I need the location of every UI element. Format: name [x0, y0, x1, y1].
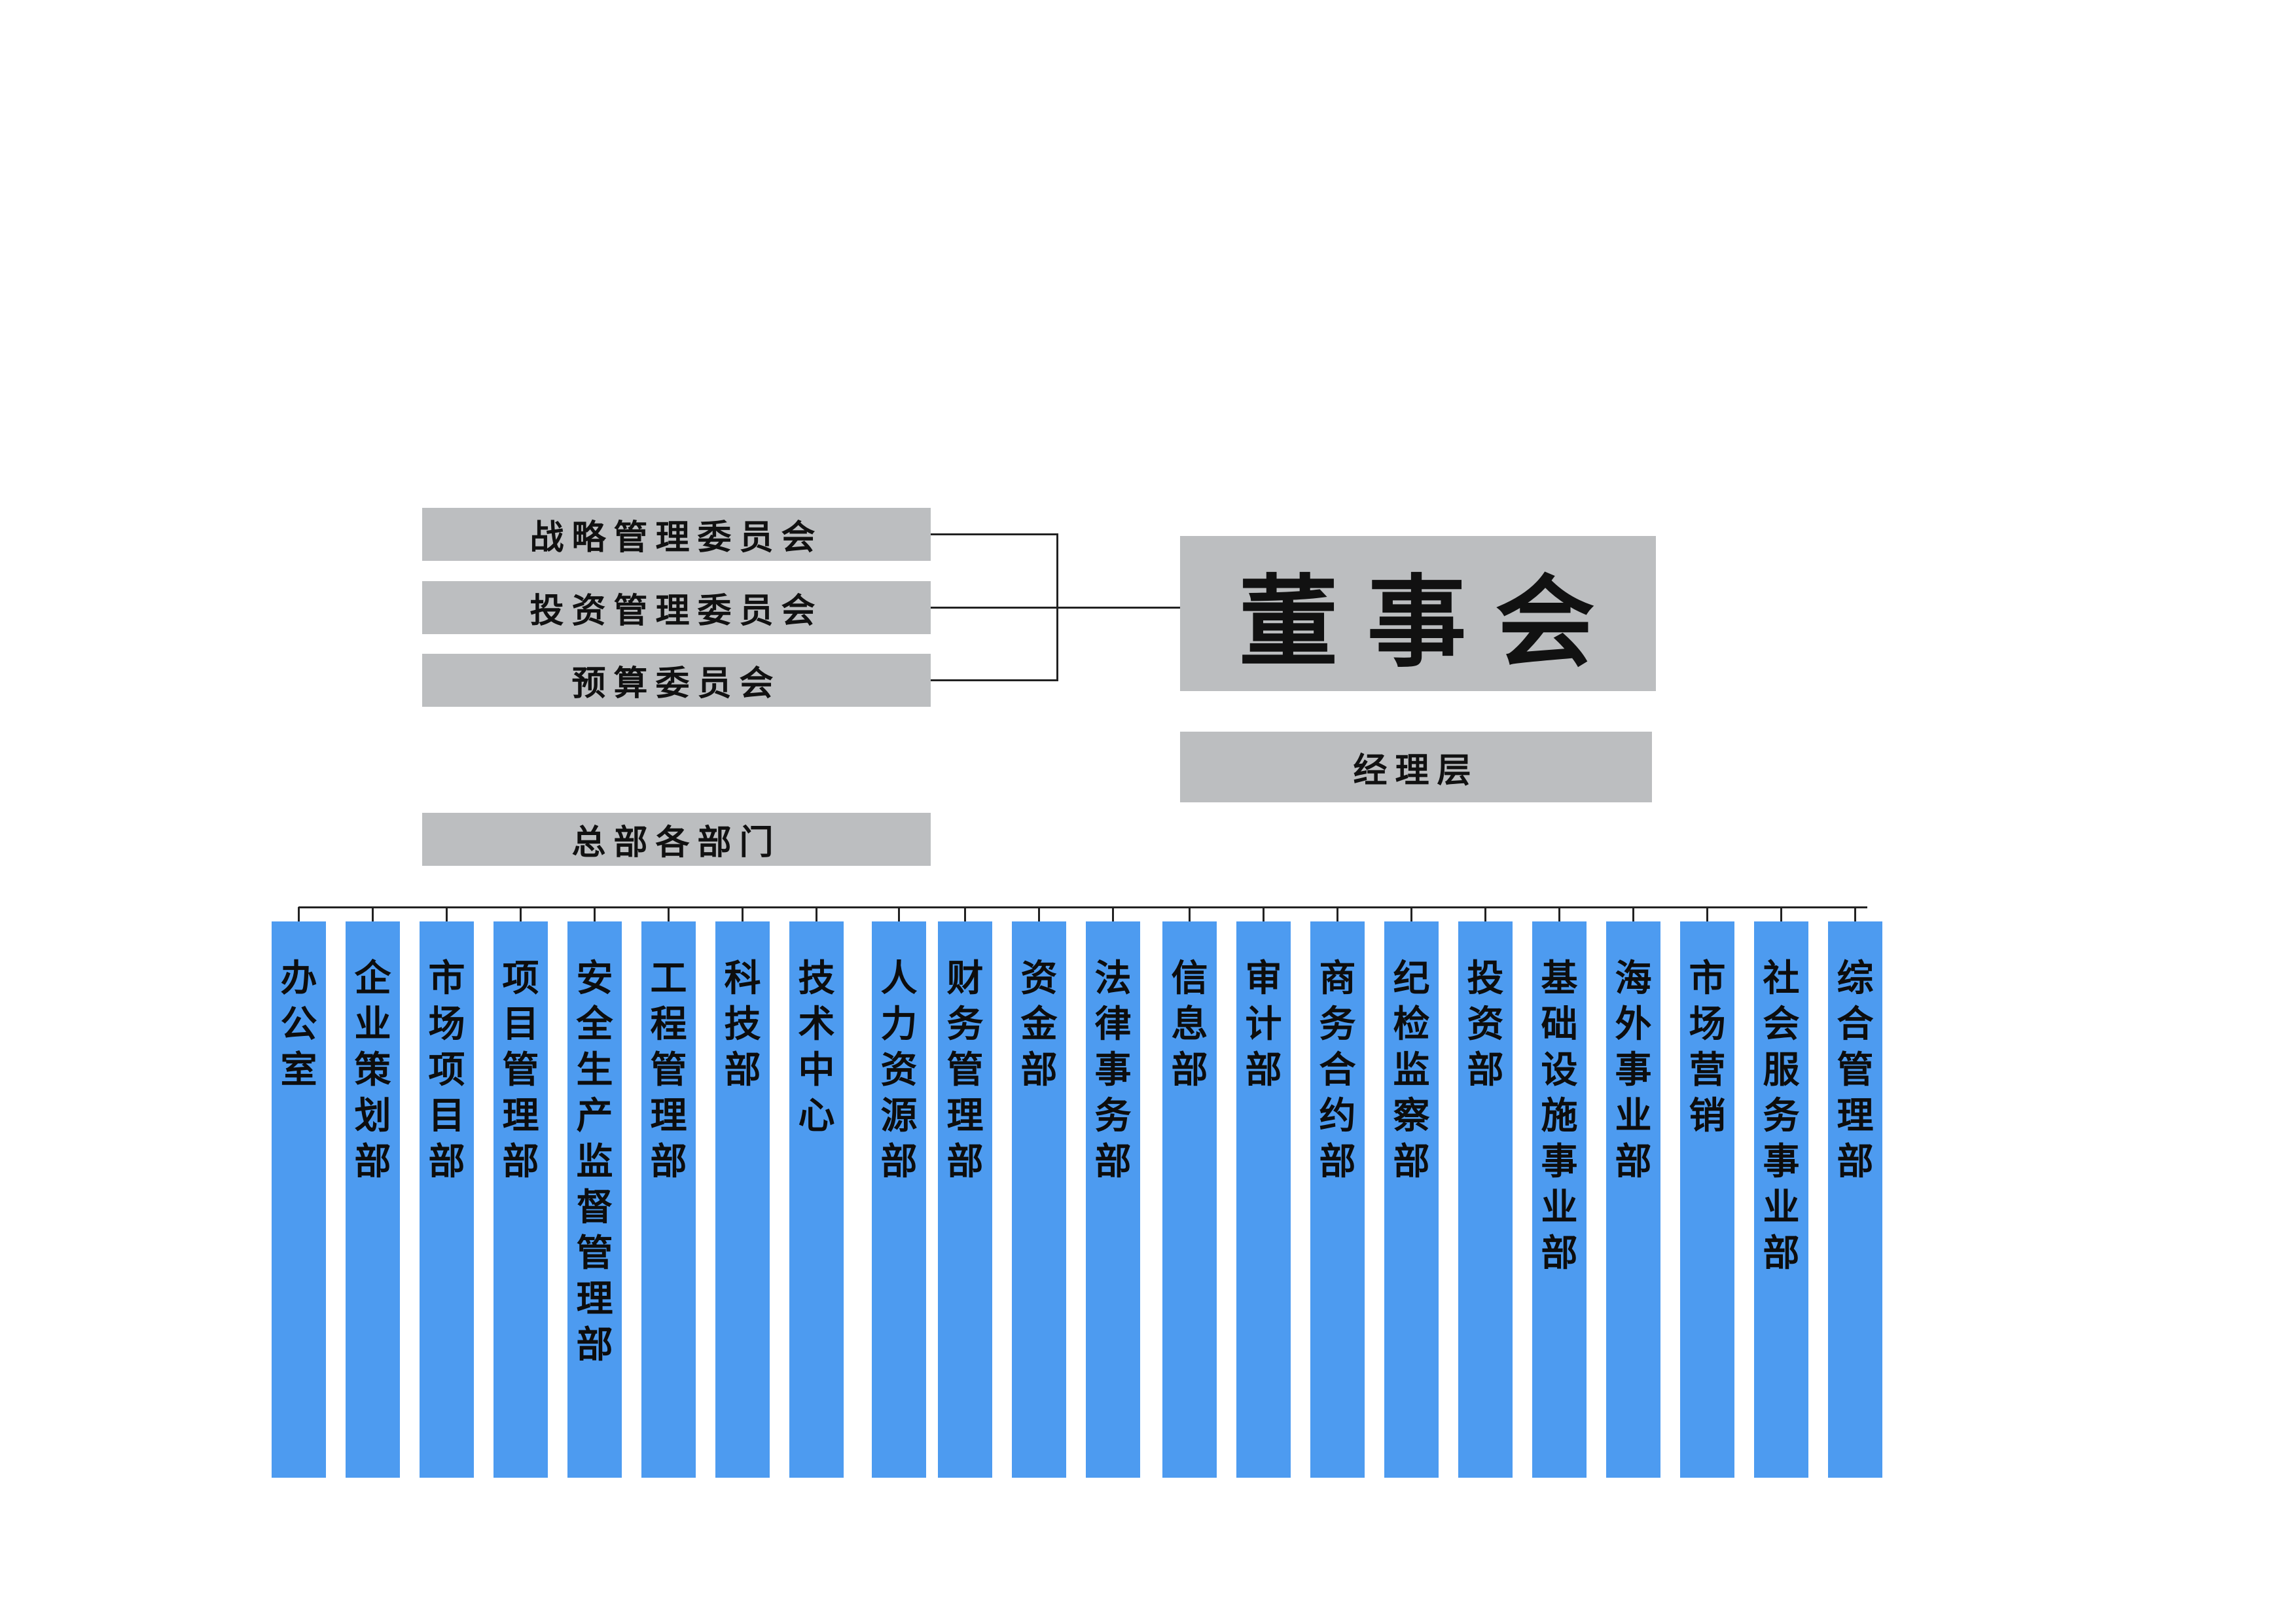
committee-investment-label: 投资管理委员会: [529, 591, 823, 631]
management-label: 经理层: [1353, 750, 1479, 791]
connector-strategy: [931, 533, 1058, 535]
management-box: 经理层: [1180, 732, 1652, 802]
headquarters-label: 总部各部门: [571, 823, 781, 863]
department-label: 资金部: [1020, 957, 1058, 1092]
connector-budget: [931, 679, 1058, 681]
department-box: 项目管理部: [493, 921, 548, 1478]
department-connector: [1410, 907, 1412, 921]
department-box: 信息部: [1162, 921, 1217, 1478]
department-connector: [964, 907, 966, 921]
department-label: 法律事务部: [1094, 957, 1132, 1183]
department-box: 财务管理部: [938, 921, 992, 1478]
department-box: 审计部: [1236, 921, 1291, 1478]
department-connector: [446, 907, 448, 921]
department-box: 法律事务部: [1086, 921, 1140, 1478]
department-box: 市场营销: [1680, 921, 1734, 1478]
department-connector: [1780, 907, 1782, 921]
department-connector: [298, 907, 300, 921]
department-label: 市场营销: [1689, 957, 1726, 1137]
department-connector: [520, 907, 522, 921]
department-label: 财务管理部: [946, 957, 984, 1183]
department-label: 技术中心: [798, 957, 835, 1137]
department-box: 基础设施事业部: [1532, 921, 1587, 1478]
department-box: 企业策划部: [346, 921, 400, 1478]
department-connector: [668, 907, 670, 921]
department-label: 基础设施事业部: [1541, 957, 1578, 1275]
department-label: 市场项目部: [428, 957, 465, 1183]
department-label: 科技部: [724, 957, 761, 1092]
department-label: 项目管理部: [502, 957, 539, 1183]
department-connector: [594, 907, 596, 921]
department-box: 技术中心: [789, 921, 844, 1478]
department-label: 安全生产监督管理部: [576, 957, 613, 1366]
committee-investment-box: 投资管理委员会: [422, 581, 931, 634]
board-box: 董事会: [1180, 536, 1656, 691]
department-box: 科技部: [715, 921, 770, 1478]
department-label: 社会服务事业部: [1763, 957, 1800, 1275]
department-label: 审计部: [1245, 957, 1282, 1092]
department-box: 综合管理部: [1828, 921, 1882, 1478]
department-box: 投资部: [1458, 921, 1513, 1478]
department-box: 海外事业部: [1606, 921, 1660, 1478]
department-connector: [1336, 907, 1338, 921]
department-connector: [898, 907, 900, 921]
department-connector: [742, 907, 744, 921]
department-connector: [1632, 907, 1634, 921]
department-label: 信息部: [1171, 957, 1208, 1092]
committee-budget-label: 预算委员会: [571, 664, 781, 704]
connector-investment: [931, 607, 1058, 609]
department-box: 市场项目部: [420, 921, 474, 1478]
department-box: 资金部: [1012, 921, 1066, 1478]
department-box: 社会服务事业部: [1754, 921, 1808, 1478]
department-label: 企业策划部: [354, 957, 391, 1183]
department-connector: [1189, 907, 1191, 921]
department-connector: [1558, 907, 1560, 921]
department-connector: [816, 907, 817, 921]
department-label: 工程管理部: [650, 957, 687, 1183]
department-label: 人力资源部: [880, 957, 918, 1183]
committee-budget-box: 预算委员会: [422, 654, 931, 707]
department-connector: [1112, 907, 1114, 921]
department-box: 人力资源部: [872, 921, 926, 1478]
department-label: 综合管理部: [1837, 957, 1874, 1183]
committee-strategy-label: 战略管理委员会: [529, 518, 823, 558]
department-connector: [1038, 907, 1040, 921]
connector-to-board: [1056, 607, 1180, 609]
headquarters-box: 总部各部门: [422, 813, 931, 866]
board-label: 董事会: [1238, 563, 1624, 681]
department-box: 工程管理部: [641, 921, 696, 1478]
department-connector: [1706, 907, 1708, 921]
department-box: 纪检监察部: [1384, 921, 1439, 1478]
department-connector: [1263, 907, 1265, 921]
department-label: 商务合约部: [1319, 957, 1356, 1183]
department-box: 办公室: [272, 921, 326, 1478]
department-label: 投资部: [1467, 957, 1504, 1092]
department-connector: [372, 907, 374, 921]
department-label: 办公室: [280, 957, 317, 1092]
department-box: 安全生产监督管理部: [567, 921, 622, 1478]
committee-strategy-box: 战略管理委员会: [422, 508, 931, 561]
department-connector: [1854, 907, 1856, 921]
department-connector: [1484, 907, 1486, 921]
department-box: 商务合约部: [1310, 921, 1365, 1478]
department-bus-line: [298, 906, 1867, 908]
department-label: 海外事业部: [1615, 957, 1652, 1183]
department-label: 纪检监察部: [1393, 957, 1430, 1183]
